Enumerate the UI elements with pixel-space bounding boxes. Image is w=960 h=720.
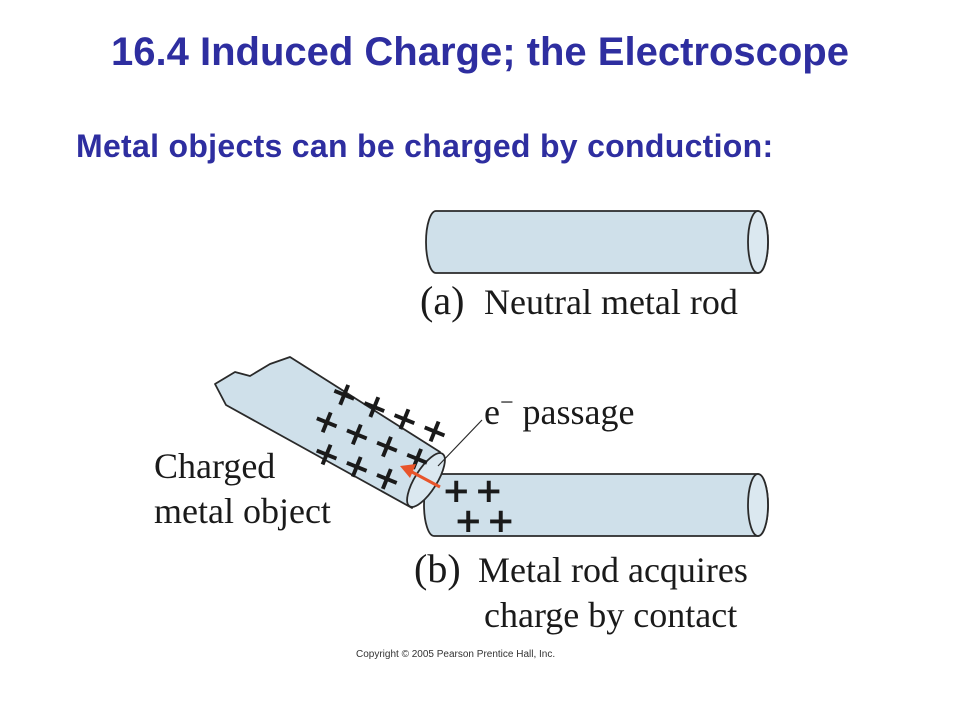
- rod-plus-row-1: ++: [442, 471, 507, 511]
- electron-leader-line: [437, 419, 483, 467]
- electron-passage-label: e− passage: [484, 390, 635, 432]
- rod-plus-row-2: ++: [454, 501, 519, 541]
- electron-arrow: [400, 464, 441, 489]
- label-a-text: Neutral metal rod: [484, 282, 738, 322]
- neutral-rod: [425, 210, 769, 274]
- slide-subtitle: Metal objects can be charged by conducti…: [76, 128, 774, 164]
- copyright-notice: Copyright © 2005 Pearson Prentice Hall, …: [356, 649, 556, 660]
- charged-object-label-line2: metal object: [154, 491, 331, 531]
- charged-object-label-line1: Charged: [154, 446, 275, 486]
- label-b-letter: (b): [414, 546, 461, 591]
- slide-title: 16.4 Induced Charge; the Electroscope: [111, 30, 849, 74]
- label-b-line2: charge by contact: [484, 595, 737, 635]
- label-a-letter: (a): [420, 278, 464, 323]
- label-b-line1: Metal rod acquires: [478, 550, 748, 590]
